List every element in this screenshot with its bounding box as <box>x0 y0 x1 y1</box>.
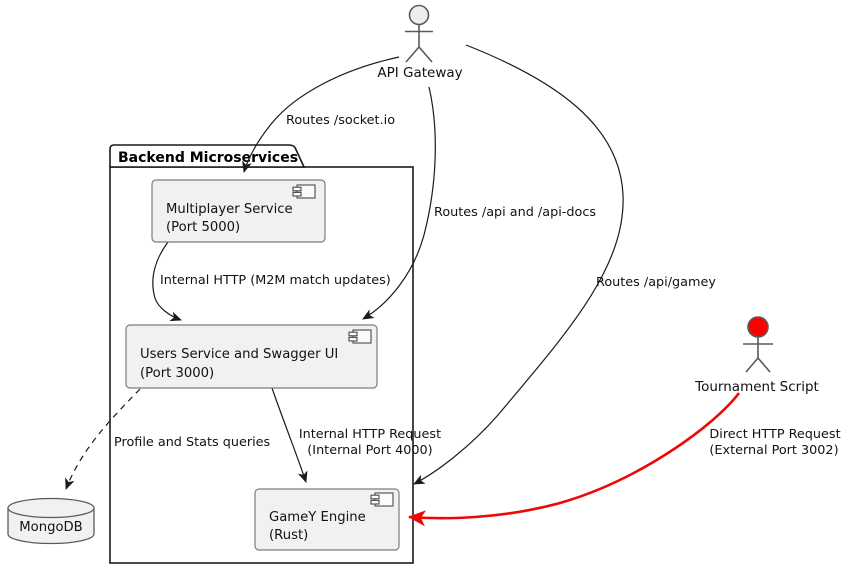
edge-direct-http-request <box>408 392 741 527</box>
edge-label-routes-api: Routes /api and /api-docs <box>434 205 596 220</box>
edges <box>65 44 741 527</box>
component-users-service: Users Service and Swagger UI (Port 3000) <box>125 324 378 389</box>
edge-routes-socketio <box>242 56 400 173</box>
edge-label-internal-m2m: Internal HTTP (M2M match updates) <box>160 273 391 288</box>
edge-routes-api-gamey <box>413 44 624 485</box>
component-label-line1: Users Service and Swagger UI <box>140 347 338 362</box>
edge-routes-api <box>362 86 436 320</box>
frame-tab <box>109 144 306 168</box>
component-label-line2: (Port 3000) <box>140 366 214 381</box>
component-multiplayer-service: Multiplayer Service (Port 5000) <box>151 179 326 243</box>
edge-labels: Routes /socket.io Routes /api and /api-d… <box>114 113 841 458</box>
actor-label: Tournament Script <box>694 379 819 395</box>
edge-label-internal-http-2: (Internal Port 4000) <box>307 443 432 458</box>
edge-profile-stats-queries <box>65 388 141 490</box>
component-label-line1: GameY Engine <box>269 510 366 525</box>
edge-label-direct-http-1: Direct HTTP Request <box>709 427 840 442</box>
database-mongodb: MongoDB <box>7 497 95 545</box>
actor-api-gateway: API Gateway <box>377 4 463 81</box>
component-box <box>151 179 326 243</box>
database-label: MongoDB <box>19 520 82 535</box>
edge-label-profile-stats: Profile and Stats queries <box>114 435 271 450</box>
edge-label-routes-socketio: Routes /socket.io <box>286 113 395 128</box>
database-top <box>7 497 95 519</box>
component-box <box>254 488 400 551</box>
actor-label: API Gateway <box>377 65 462 81</box>
actor-body-icon <box>743 337 773 373</box>
frame-title: Backend Microservices <box>118 150 298 166</box>
edge-label-direct-http-2: (External Port 3002) <box>709 443 838 458</box>
component-gamey-engine: GameY Engine (Rust) <box>254 488 400 551</box>
actor-head-icon <box>408 4 430 26</box>
component-label-line2: (Port 5000) <box>166 220 240 235</box>
edge-internal-http-request <box>271 387 308 483</box>
actor-head-icon <box>747 316 769 338</box>
actor-body-icon <box>405 24 433 63</box>
edge-label-internal-http-1: Internal HTTP Request <box>299 427 441 442</box>
actor-tournament-script: Tournament Script <box>694 316 819 395</box>
component-label-line1: Multiplayer Service <box>166 202 293 217</box>
edge-label-routes-api-gamey: Routes /api/gamey <box>596 275 716 290</box>
component-label-line2: (Rust) <box>269 528 308 543</box>
component-box <box>125 324 378 389</box>
edge-internal-m2m <box>152 241 182 322</box>
